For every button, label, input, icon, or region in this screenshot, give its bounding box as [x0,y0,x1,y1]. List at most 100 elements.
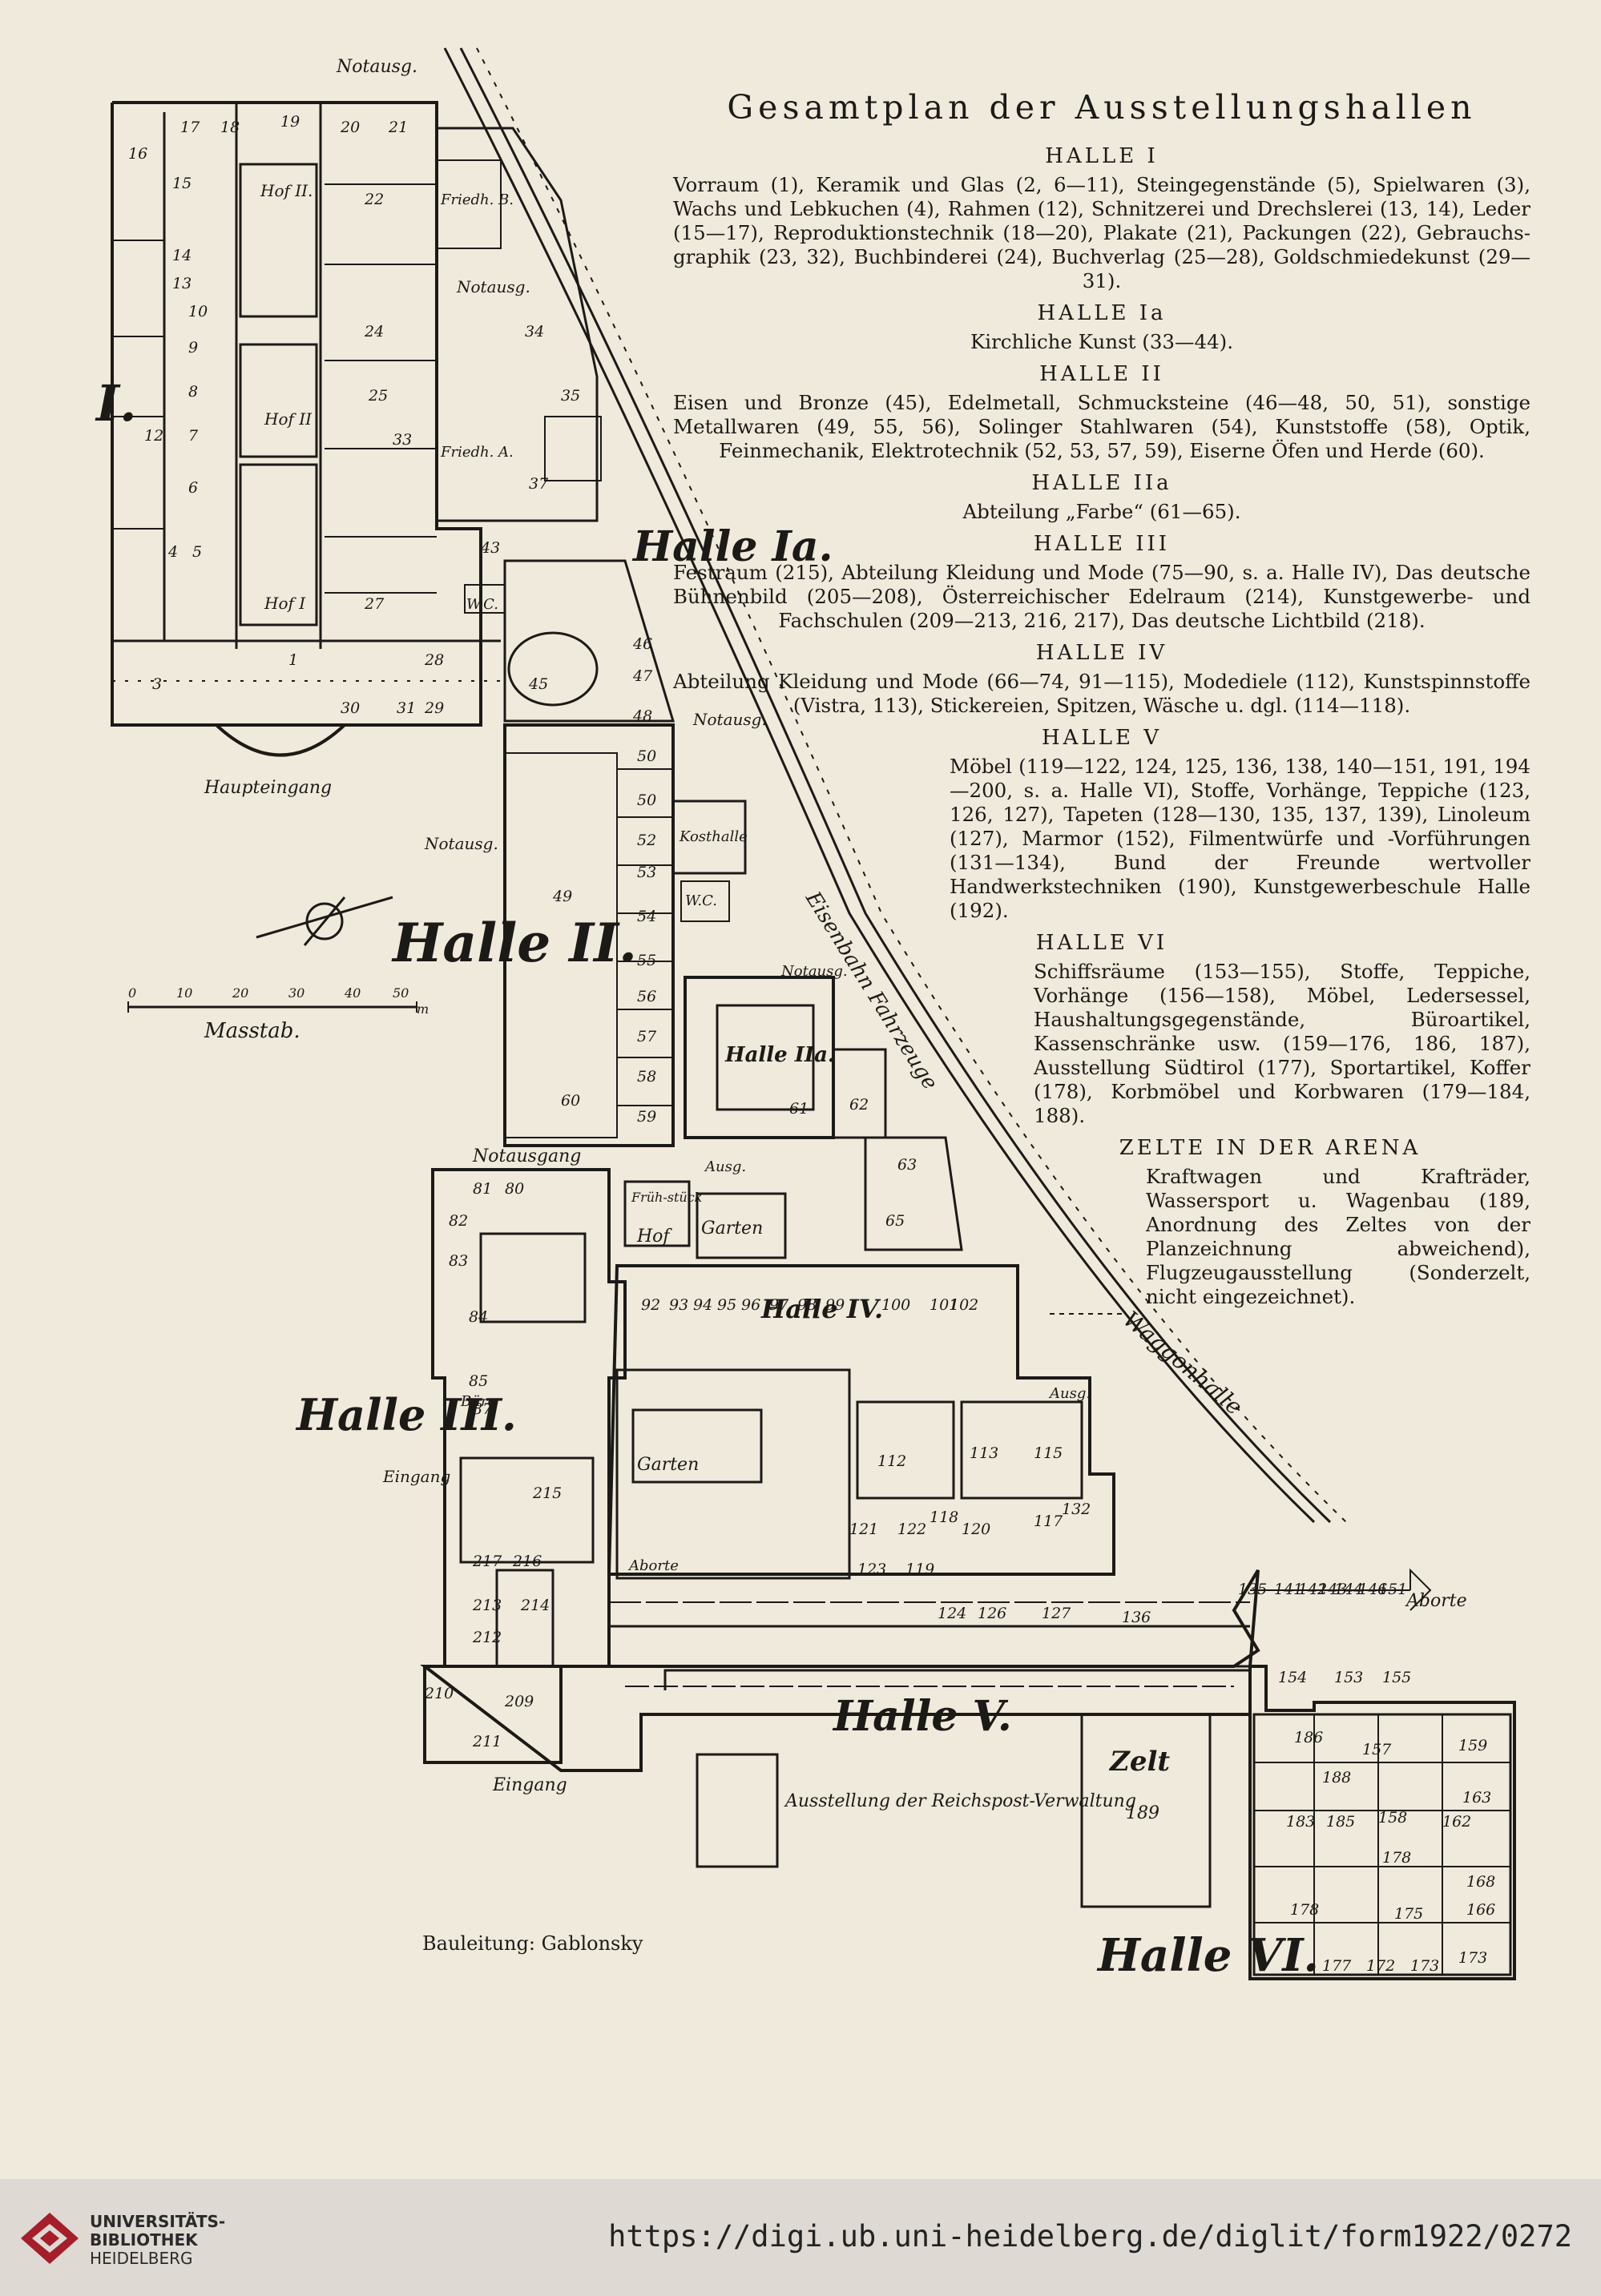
reichspost-label: Ausstellung der Reichspost-Verwaltung [784,1791,1136,1811]
aborte-label-1: Aborte [627,1557,679,1574]
halle-6-outline [1248,1665,1516,1980]
hof-2b-courtyard [239,343,318,458]
eingang-label-bottom: Eingang [492,1775,567,1795]
svg-text:15: 15 [172,175,192,192]
section-text-halle-1a: Kirchliche Kunst (33—44). [970,330,1234,353]
legend-title: Gesamtplan der Ausstellungshallen [727,88,1477,127]
svg-text:9: 9 [188,339,198,356]
svg-text:92: 92 [641,1296,660,1314]
svg-text:144: 144 [1334,1581,1363,1598]
section-text-halle-5: Möbel (119—122, 124, 125, 136, 138, 140—… [950,755,1530,922]
svg-text:62: 62 [849,1096,869,1114]
notausg-label-2: Notausg. [692,710,767,729]
halle-3-label: Halle III. [295,1389,517,1440]
section-text-zelte: Kraftwagen und Krafträder, Wassersport u… [1146,1165,1530,1308]
svg-text:13: 13 [172,275,192,292]
halle-1-label: I. [95,374,137,433]
scale-tick-10: 10 [176,985,192,1001]
halle-2a-label: Halle IIa. [724,1043,835,1067]
svg-text:135: 135 [1238,1581,1267,1598]
library-line-2: BIBLIOTHEK [90,2230,198,2250]
svg-text:127: 127 [1042,1605,1071,1622]
section-text-halle-1: Vorraum (1), Keramik und Glas (2, 6—11),… [673,173,1530,292]
svg-text:215: 215 [532,1484,562,1502]
legend: Gesamtplan der Ausstellungshallen HALLE … [673,88,1530,1317]
svg-text:43: 43 [480,539,500,557]
section-heading-halle-6: HALLE VI [1035,931,1168,955]
section-heading-halle-3: HALLE III [1033,532,1171,556]
svg-text:82: 82 [449,1212,468,1230]
svg-text:163: 163 [1462,1789,1491,1807]
svg-text:99: 99 [825,1296,845,1314]
source-url-link[interactable]: https://digi.ub.uni-heidelberg.de/diglit… [608,2219,1572,2254]
halle-1a-outline [435,127,599,522]
svg-text:186: 186 [1294,1729,1323,1746]
scale-tick-30: 30 [288,985,304,1001]
section-heading-halle-4: HALLE IV [1035,641,1168,665]
svg-text:12: 12 [144,427,163,445]
hof-2-courtyard [239,163,318,318]
svg-text:60: 60 [561,1092,580,1110]
svg-text:126: 126 [978,1605,1006,1622]
svg-text:183: 183 [1286,1813,1315,1831]
scale-tick-50: 50 [393,985,409,1001]
garten-label-1: Garten [701,1218,763,1239]
eingang-label-side: Eingang [382,1467,450,1486]
svg-text:8: 8 [188,383,198,401]
svg-text:157: 157 [1362,1741,1392,1758]
svg-text:85: 85 [469,1372,488,1390]
notausg-label-top: Notausg. [336,57,417,77]
halle-4-label: Halle IV. [760,1294,883,1324]
svg-text:173: 173 [1410,1957,1439,1975]
garten-1 [696,1192,787,1259]
svg-text:17: 17 [180,119,200,136]
svg-text:217: 217 [472,1553,502,1570]
svg-text:87: 87 [473,1400,493,1418]
notausg-label-2a: Notausg. [780,963,848,980]
svg-text:34: 34 [525,323,544,340]
friedh-a-label: Friedh. A. [440,444,514,461]
svg-text:188: 188 [1322,1769,1351,1786]
svg-text:124: 124 [938,1605,966,1622]
svg-text:55: 55 [637,952,656,969]
library-line-3: HEIDELBERG [90,2249,193,2268]
svg-text:94: 94 [693,1296,712,1314]
kosthalle [671,800,747,875]
halle-6-label: Halle VI. [1096,1929,1319,1982]
svg-text:63: 63 [897,1156,917,1174]
halle-1a-label: Halle Ia. [631,522,833,571]
svg-text:33: 33 [393,431,412,449]
svg-text:54: 54 [637,908,656,925]
section-heading-halle-1a: HALLE Ia [1037,301,1167,325]
svg-text:20: 20 [340,119,360,136]
footer-bar: UNIVERSITÄTS- BIBLIOTHEK HEIDELBERG http… [0,2179,1601,2296]
svg-text:31: 31 [397,699,416,717]
svg-text:141: 141 [1274,1581,1303,1598]
svg-text:97: 97 [769,1296,789,1314]
svg-text:49: 49 [552,888,572,905]
svg-text:48: 48 [632,707,652,725]
svg-text:155: 155 [1382,1669,1411,1686]
svg-text:4: 4 [167,543,178,561]
svg-text:81: 81 [473,1180,492,1198]
svg-text:56: 56 [637,988,656,1005]
svg-text:216: 216 [512,1553,542,1570]
svg-text:119: 119 [905,1561,934,1578]
svg-text:93: 93 [669,1296,688,1314]
svg-text:178: 178 [1382,1849,1411,1867]
svg-text:30: 30 [341,699,360,717]
svg-text:29: 29 [424,699,444,717]
svg-text:46: 46 [632,635,652,653]
svg-text:65: 65 [885,1212,905,1230]
svg-text:80: 80 [505,1180,524,1198]
svg-text:16: 16 [128,145,147,163]
svg-text:153: 153 [1334,1669,1363,1686]
svg-text:5: 5 [192,543,202,561]
svg-text:214: 214 [520,1597,550,1614]
library-name: UNIVERSITÄTS- BIBLIOTHEK HEIDELBERG [90,2213,225,2268]
hof-2-label: Hof II. [260,181,313,200]
svg-text:151: 151 [1378,1581,1407,1598]
svg-text:118: 118 [930,1509,958,1526]
scale-tick-40: 40 [344,985,361,1001]
svg-text:21: 21 [388,119,408,136]
